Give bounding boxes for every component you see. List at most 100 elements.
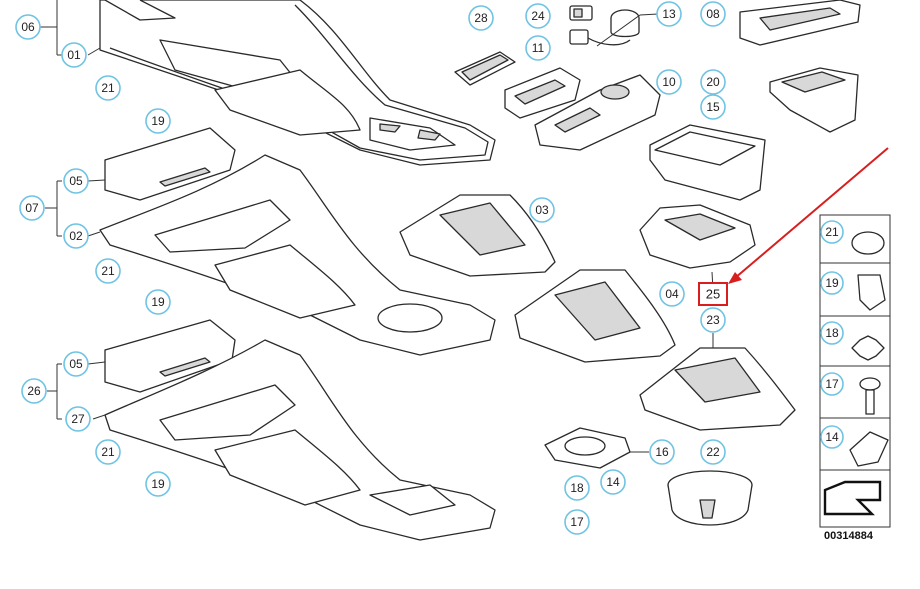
document-number: 00314884 — [824, 530, 874, 542]
callout-label: 26 — [27, 384, 41, 398]
console-trim-01 — [99, 0, 496, 166]
callout-17[interactable]: 17 — [564, 509, 590, 535]
callout-21[interactable]: 21 — [95, 75, 121, 101]
callout-label: 08 — [706, 7, 720, 21]
cupholder-22 — [667, 470, 753, 526]
callout-label: 24 — [531, 9, 545, 23]
grille-28 — [454, 51, 516, 86]
callout-label: 10 — [662, 75, 676, 89]
legend-label: 21 — [825, 225, 839, 239]
leader-lines — [40, 0, 714, 453]
callout-03[interactable]: 03 — [529, 197, 555, 223]
callout-label: 25 — [706, 287, 720, 302]
callout-label: 28 — [474, 11, 488, 25]
callout-21[interactable]: 21 — [95, 258, 121, 284]
direction-arrow-icon — [823, 480, 882, 516]
callout-label: 14 — [606, 475, 620, 489]
tray-20 — [769, 67, 859, 133]
callout-label: 18 — [570, 481, 584, 495]
callout-label: 20 — [706, 75, 720, 89]
callout-07[interactable]: 07 — [19, 195, 45, 221]
socket-13 — [587, 9, 640, 46]
console-trim-27 — [104, 319, 496, 541]
box-15 — [649, 124, 766, 201]
callout-label: 11 — [532, 41, 545, 55]
callout-02[interactable]: 02 — [63, 223, 89, 249]
callout-label: 19 — [151, 477, 165, 491]
tray-08 — [739, 0, 861, 46]
callout-label: 21 — [101, 264, 115, 278]
clip-icon — [857, 274, 886, 311]
callout-label: 21 — [101, 445, 115, 459]
callout-11[interactable]: 11 — [525, 35, 551, 61]
legend-callout-21[interactable]: 21 — [820, 220, 844, 244]
callout-label: 05 — [69, 174, 83, 188]
callout-label: 04 — [665, 287, 679, 301]
callout-25-highlighted[interactable]: 25 — [698, 282, 728, 306]
legend-callout-19[interactable]: 19 — [820, 271, 844, 295]
callout-label: 17 — [570, 515, 584, 529]
legend-label: 14 — [825, 430, 839, 444]
callout-06[interactable]: 06 — [15, 14, 41, 40]
legend-label: 17 — [825, 377, 839, 391]
cover-23 — [639, 347, 796, 431]
callout-13[interactable]: 13 — [656, 1, 682, 27]
callout-label: 02 — [69, 229, 83, 243]
holder-16 — [544, 427, 631, 469]
callout-19[interactable]: 19 — [145, 108, 171, 134]
highlight-arrow — [728, 147, 889, 284]
callout-label: 16 — [655, 445, 669, 459]
callout-04[interactable]: 04 — [659, 281, 685, 307]
callout-19[interactable]: 19 — [145, 289, 171, 315]
callout-26[interactable]: 26 — [21, 378, 47, 404]
legend-callout-14[interactable]: 14 — [820, 425, 844, 449]
callout-01[interactable]: 01 — [61, 42, 87, 68]
legend-callout-17[interactable]: 17 — [820, 372, 844, 396]
callout-label: 23 — [706, 313, 720, 327]
callout-19[interactable]: 19 — [145, 471, 171, 497]
callout-label: 03 — [535, 203, 549, 217]
callout-label: 07 — [25, 201, 39, 215]
callout-24[interactable]: 24 — [525, 3, 551, 29]
callout-15[interactable]: 15 — [700, 94, 726, 120]
screw-icon — [859, 377, 881, 415]
callout-23[interactable]: 23 — [700, 307, 726, 333]
callout-label: 21 — [101, 81, 115, 95]
callout-22[interactable]: 22 — [700, 439, 726, 465]
cover-03 — [399, 194, 556, 277]
speed-nut-icon — [849, 431, 889, 467]
callout-label: 19 — [151, 114, 165, 128]
connector-24 — [569, 5, 593, 45]
callout-05[interactable]: 05 — [63, 168, 89, 194]
callout-label: 27 — [71, 412, 85, 426]
fastener-legend: 21 19 18 17 14 — [819, 214, 891, 528]
legend-label: 19 — [825, 276, 839, 290]
callout-20[interactable]: 20 — [700, 69, 726, 95]
bracket-25 — [639, 204, 756, 269]
callout-label: 06 — [21, 20, 35, 34]
callout-label: 19 — [151, 295, 165, 309]
callout-21[interactable]: 21 — [95, 439, 121, 465]
legend-label: 18 — [825, 326, 839, 340]
callout-05[interactable]: 05 — [63, 351, 89, 377]
insert-11 — [504, 67, 581, 119]
callout-10[interactable]: 10 — [656, 69, 682, 95]
legend-callout-18[interactable]: 18 — [820, 321, 844, 345]
callout-08[interactable]: 08 — [700, 1, 726, 27]
callout-28[interactable]: 28 — [468, 5, 494, 31]
nut-icon — [851, 335, 885, 361]
callout-label: 01 — [67, 48, 81, 62]
callout-label: 13 — [662, 7, 676, 21]
callout-18[interactable]: 18 — [564, 475, 590, 501]
cover-04 — [514, 269, 676, 363]
callout-16[interactable]: 16 — [649, 439, 675, 465]
callout-14[interactable]: 14 — [600, 469, 626, 495]
console-trim-02 — [99, 127, 496, 356]
callout-label: 15 — [706, 100, 720, 114]
carrier-10 — [534, 74, 661, 151]
callout-label: 05 — [69, 357, 83, 371]
callout-27[interactable]: 27 — [65, 406, 91, 432]
plug-icon — [851, 231, 885, 255]
callout-label: 22 — [706, 445, 720, 459]
